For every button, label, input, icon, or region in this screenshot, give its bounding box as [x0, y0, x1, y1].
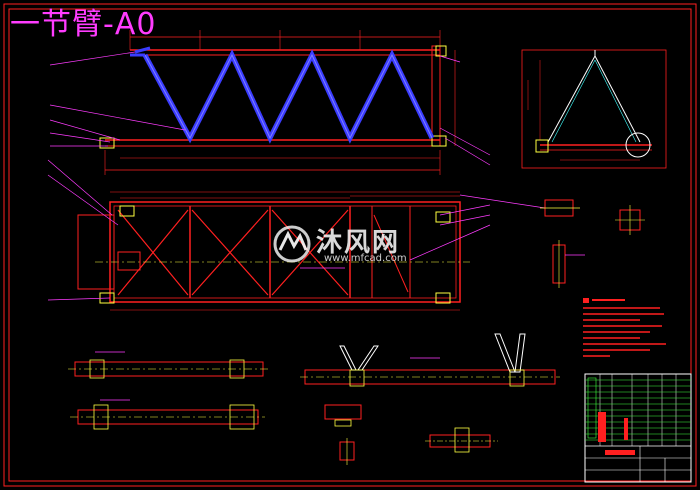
- detail-parts-right: [540, 199, 645, 288]
- elevation-view-truss: [49, 30, 541, 175]
- drawing-frame-inner: [8, 8, 692, 482]
- mfcad-logo-icon: [273, 225, 311, 263]
- lower-detail-members: [68, 333, 560, 465]
- drawing-frame-outer: [3, 3, 697, 487]
- drawing-title: 一节臂-A0: [10, 7, 157, 42]
- truss-web: [142, 49, 435, 144]
- technical-notes-block: [583, 298, 666, 357]
- side-view-triangle: [521, 49, 667, 169]
- watermark-url: www.mfcad.com: [324, 253, 407, 264]
- watermark: 沐风网 www.mfcad.com: [268, 222, 438, 272]
- title-block-bom: [584, 373, 692, 483]
- plan-view-frame: [47, 159, 546, 311]
- watermark-brand: 沐风网: [316, 228, 401, 258]
